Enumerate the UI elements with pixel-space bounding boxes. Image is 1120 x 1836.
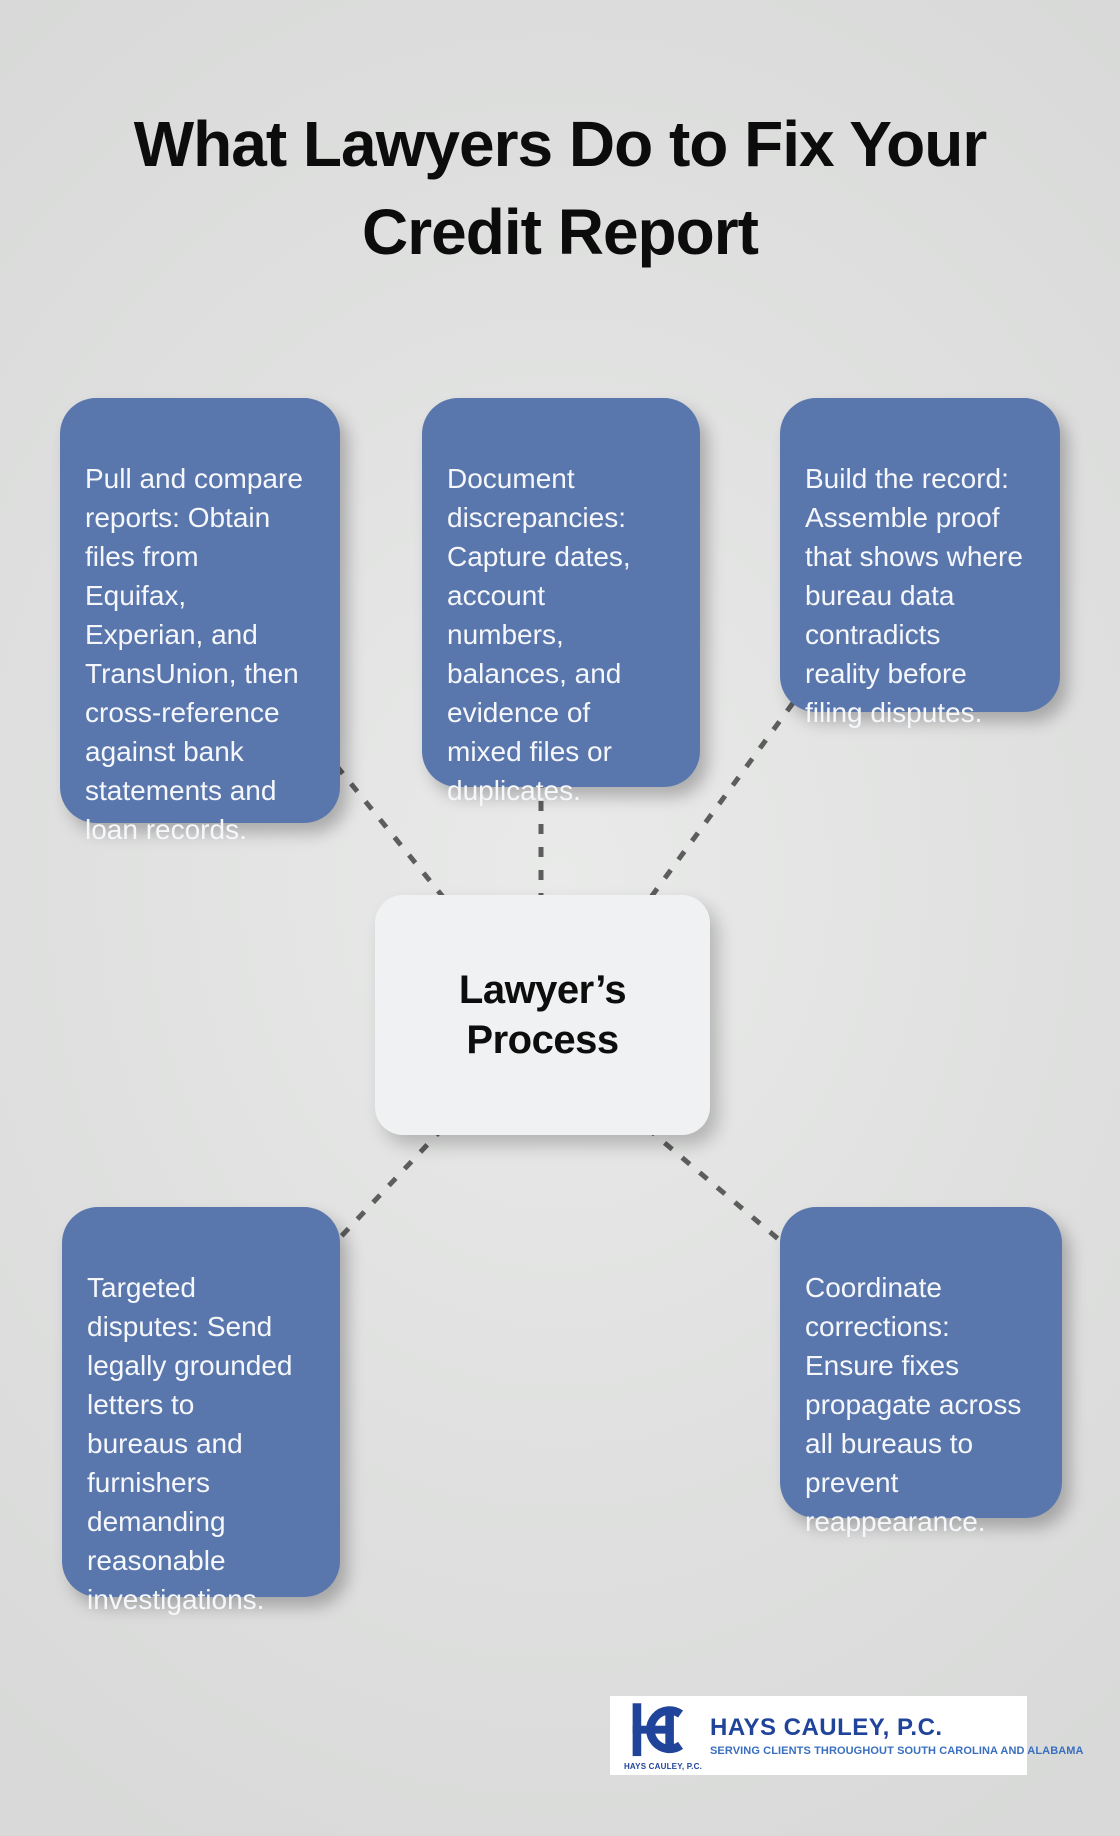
node-build-the-record: Build the record: Assemble proof that sh… xyxy=(780,398,1060,728)
hc-monogram: HAYS CAULEY, P.C. xyxy=(624,1701,702,1771)
node-text: Targeted disputes: Send legally grounded… xyxy=(87,1272,293,1615)
node-text: Pull and compare reports: Obtain files f… xyxy=(85,463,303,845)
node-text: Document discrepancies: Capture dates, a… xyxy=(447,463,631,806)
monogram-caption: HAYS CAULEY, P.C. xyxy=(623,1761,703,1771)
node-document-discrepancies: Document discrepancies: Capture dates, a… xyxy=(422,398,700,806)
node-targeted-disputes: Targeted disputes: Send legally grounded… xyxy=(62,1207,340,1615)
page-title: What Lawyers Do to Fix Your Credit Repor… xyxy=(133,108,988,268)
connector-build-the-record xyxy=(640,701,796,910)
center-node-lawyers-process: Lawyer’s Process xyxy=(375,895,710,1135)
brand-name: HAYS CAULEY, P.C. xyxy=(710,1714,943,1741)
node-text: Build the record: Assemble proof that sh… xyxy=(805,463,1023,728)
hays-cauley-logo: HAYS CAULEY, P.C. HAYS CAULEY, P.C. SERV… xyxy=(610,1696,1083,1775)
node-coordinate-corrections: Coordinate corrections: Ensure fixes pro… xyxy=(780,1207,1062,1537)
center-node-label: Lawyer’s Process xyxy=(458,968,627,1062)
brand-block: HAYS CAULEY, P.C. SERVING CLIENTS THROUG… xyxy=(710,1714,1084,1757)
brand-tagline: SERVING CLIENTS THROUGHOUT SOUTH CAROLIN… xyxy=(710,1745,1084,1757)
node-pull-and-compare-reports: Pull and compare reports: Obtain files f… xyxy=(60,398,340,845)
connector-coordinate-corrections xyxy=(645,1126,785,1245)
node-text: Coordinate corrections: Ensure fixes pro… xyxy=(805,1272,1022,1537)
connector-targeted-disputes xyxy=(333,1126,445,1245)
hc-monogram-icon xyxy=(632,1702,684,1756)
